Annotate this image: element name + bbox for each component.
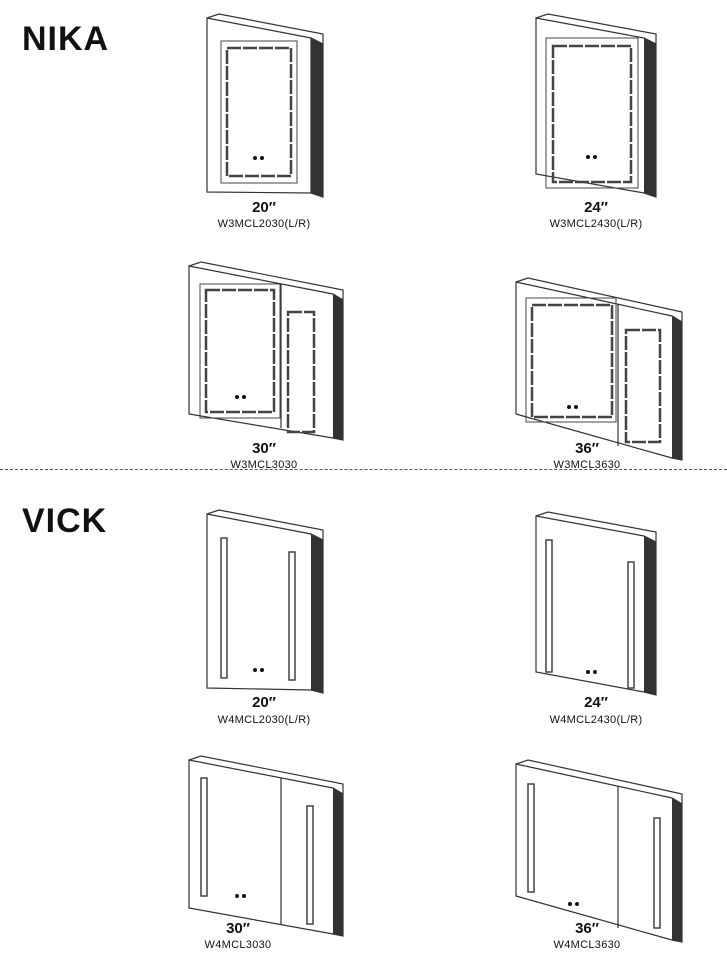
model-number: W3MCL2030(L/R) bbox=[217, 218, 311, 230]
size-label: 30″ bbox=[226, 920, 250, 937]
size-label: 24″ bbox=[584, 694, 608, 711]
model-number: W3MCL3630 bbox=[553, 459, 621, 471]
size-label: 36″ bbox=[575, 440, 599, 457]
model-number: W3MCL2430(L/R) bbox=[549, 218, 643, 230]
series-title-nika: NIKA bbox=[22, 20, 110, 58]
model-number: W4MCL2030(L/R) bbox=[217, 714, 311, 726]
model-number: W3MCL3030 bbox=[230, 459, 298, 471]
section-divider bbox=[0, 469, 727, 470]
model-number: W4MCL3030 bbox=[204, 939, 272, 951]
size-label: 20″ bbox=[252, 694, 276, 711]
series-title-vick: VICK bbox=[22, 502, 108, 540]
model-number: W4MCL3630 bbox=[553, 939, 621, 951]
model-number: W4MCL2430(L/R) bbox=[549, 714, 643, 726]
size-label: 24″ bbox=[584, 199, 608, 216]
size-label: 36″ bbox=[575, 920, 599, 937]
size-label: 20″ bbox=[252, 199, 276, 216]
size-label: 30″ bbox=[252, 440, 276, 457]
